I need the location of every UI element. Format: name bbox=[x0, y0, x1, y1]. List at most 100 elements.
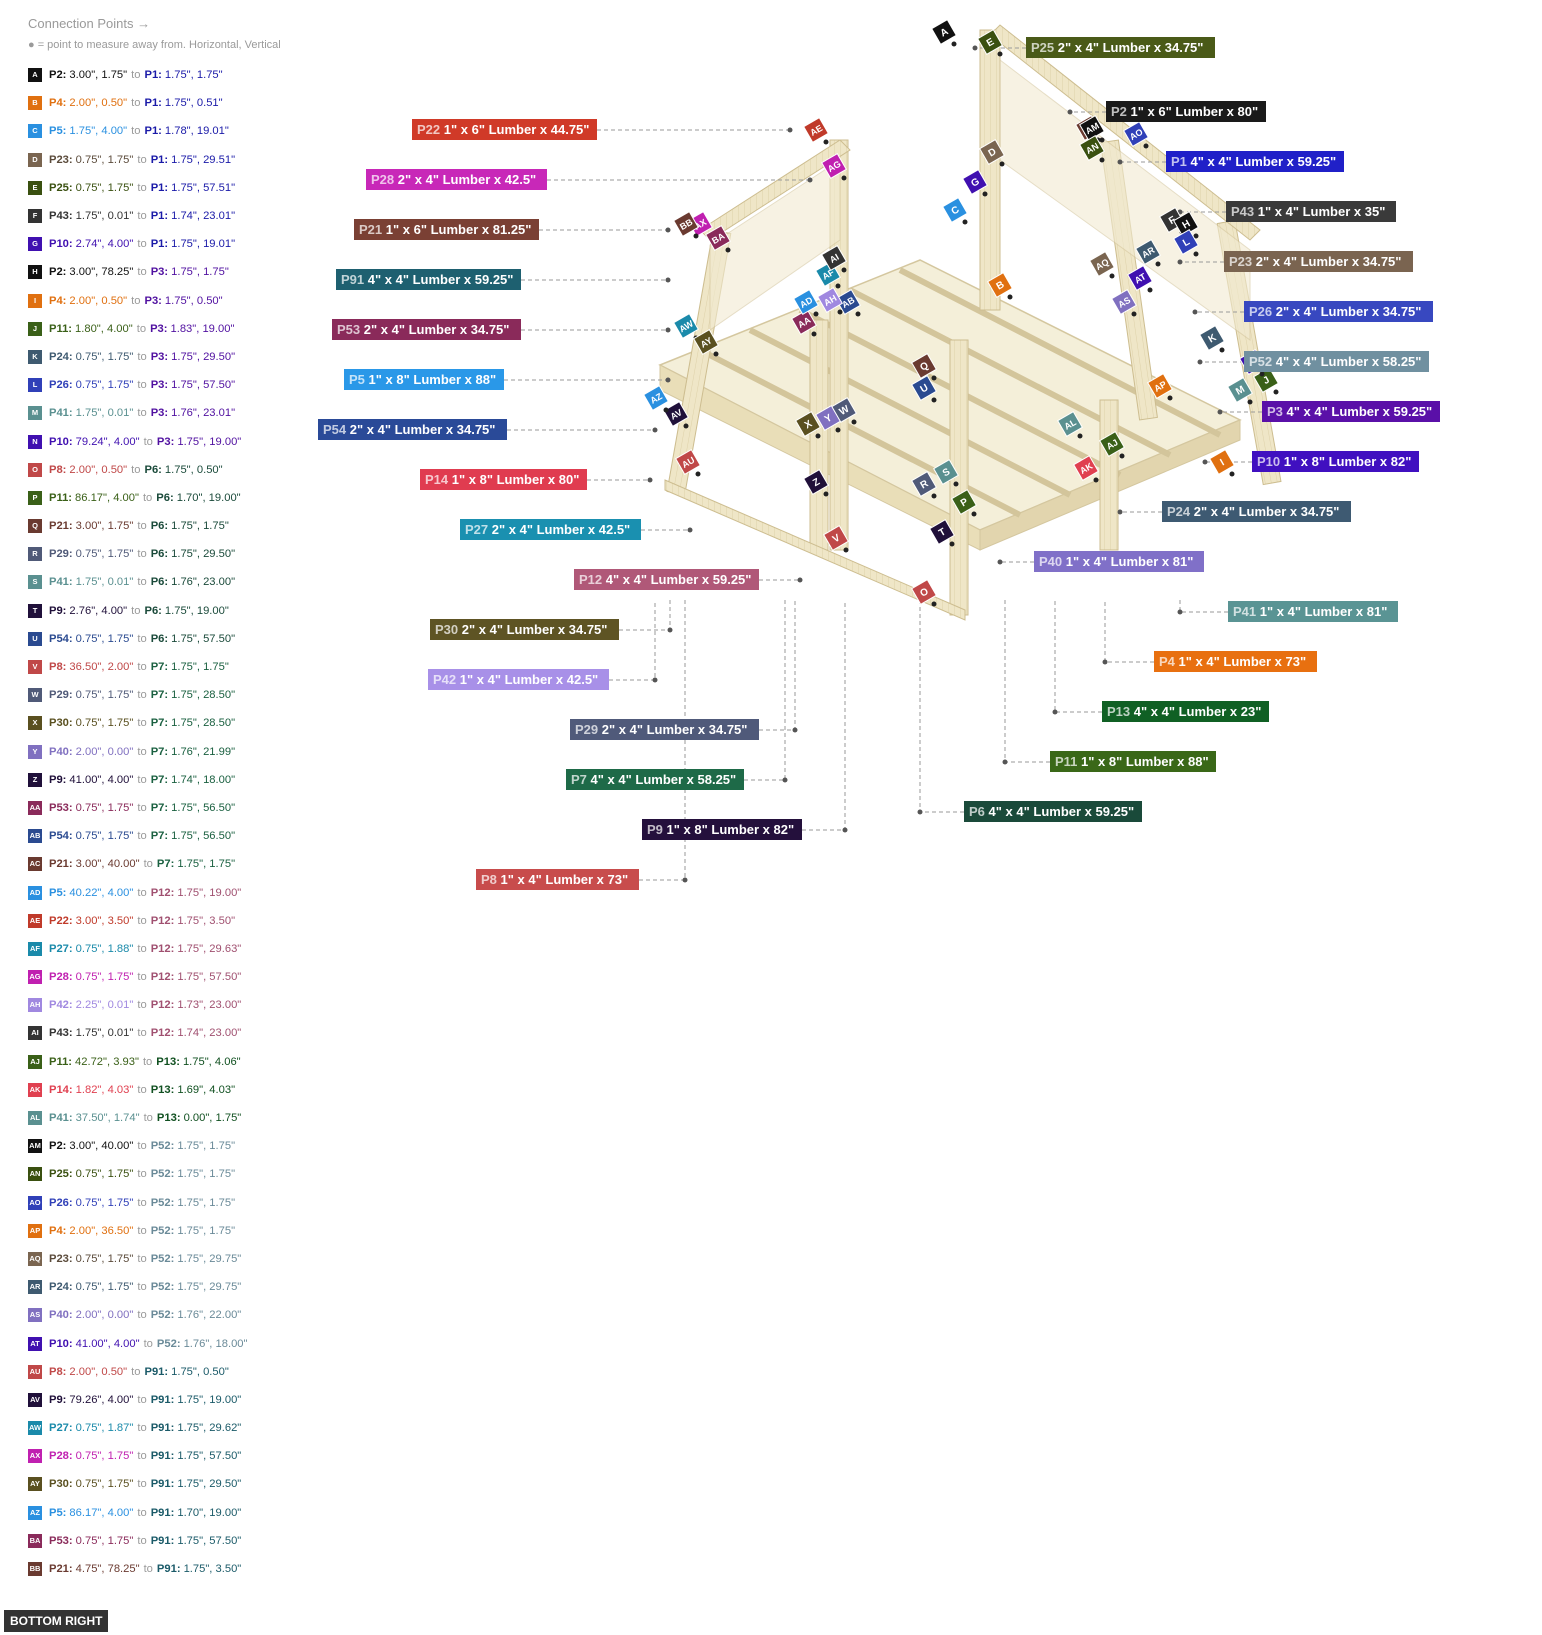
connection-from-part: P40: bbox=[49, 1309, 73, 1322]
marker-box bbox=[1227, 377, 1253, 403]
leader-line bbox=[802, 600, 846, 831]
connection-from-part: P28: bbox=[49, 971, 73, 984]
marker-letter: X bbox=[803, 418, 815, 431]
part-labels: P25 2" x 4" Lumber x 34.75"P2 1" x 6" Lu… bbox=[318, 37, 1440, 890]
connection-to-word: to bbox=[137, 238, 147, 251]
measure-point-dot bbox=[683, 423, 689, 429]
connection-badge: AG bbox=[28, 970, 42, 985]
connection-to-values: 1.75", 29.62" bbox=[177, 1422, 242, 1435]
connection-from-values: 2.00", 36.50" bbox=[69, 1224, 134, 1237]
svg-text:P54 2" x 4" Lumber x 34.75": P54 2" x 4" Lumber x 34.75" bbox=[323, 422, 495, 437]
connection-marker-ar: AR bbox=[1135, 239, 1161, 265]
connection-from-values: 0.75", 1.75" bbox=[75, 181, 134, 194]
connection-to-word: to bbox=[137, 801, 147, 814]
connection-marker-s: S bbox=[933, 459, 959, 485]
connection-to-values: 1.83", 19.00" bbox=[170, 322, 235, 335]
connection-to-part: P52: bbox=[150, 1224, 175, 1237]
connection-to-values: 1.75", 29.51" bbox=[171, 153, 236, 166]
marker-box bbox=[962, 169, 988, 195]
measure-point-dot bbox=[855, 311, 861, 317]
connection-from-part: P22: bbox=[49, 914, 73, 927]
svg-text:P29 2" x 4" Lumber x 34.75": P29 2" x 4" Lumber x 34.75" bbox=[575, 722, 747, 737]
connection-marker-ae: AE bbox=[803, 117, 829, 143]
marker-box bbox=[1079, 115, 1105, 141]
measure-point-dot bbox=[837, 309, 843, 315]
connection-to-part: P7: bbox=[150, 661, 169, 674]
part-label-box bbox=[1050, 751, 1216, 772]
connection-from-part: P24: bbox=[49, 1281, 73, 1294]
marker-box bbox=[951, 489, 977, 515]
part-id: P11 bbox=[1055, 754, 1077, 769]
leader-dot bbox=[665, 327, 671, 333]
leader-dot bbox=[687, 527, 693, 533]
part-description: 1" x 6" Lumber x 44.75" bbox=[444, 122, 590, 137]
connection-marker-am: AM bbox=[1079, 115, 1105, 141]
marker-box bbox=[795, 411, 821, 437]
connection-to-values: 1.75", 29.75" bbox=[177, 1252, 242, 1265]
connection-badge: AD bbox=[28, 885, 42, 900]
connection-to-values: 1.76", 23.00" bbox=[171, 576, 236, 589]
part-description: 4" x 4" Lumber x 58.25" bbox=[591, 772, 737, 787]
svg-text:P53 2" x 4" Lumber x 34.75": P53 2" x 4" Lumber x 34.75" bbox=[337, 322, 509, 337]
connection-to-part: P13: bbox=[156, 1112, 181, 1125]
connection-to-part: P3: bbox=[150, 266, 169, 279]
connection-to-values: 1.75", 29.75" bbox=[177, 1281, 242, 1294]
connection-from-part: P4: bbox=[49, 97, 67, 110]
marker-box bbox=[911, 353, 937, 379]
connection-badge: BA bbox=[28, 1533, 42, 1548]
marker-box bbox=[821, 153, 847, 179]
marker-box bbox=[911, 375, 937, 401]
connection-marker-d: D bbox=[979, 139, 1005, 165]
connection-from-values: 3.00", 1.75" bbox=[69, 69, 128, 82]
connection-to-part: P1: bbox=[150, 210, 169, 223]
part-label-p91: P91 4" x 4" Lumber x 59.25" bbox=[336, 269, 521, 290]
connection-from-values: 1.80", 4.00" bbox=[75, 322, 133, 335]
marker-letter: Z bbox=[811, 477, 822, 490]
connection-to-part: P3: bbox=[150, 350, 169, 363]
connection-from-part: P54: bbox=[49, 830, 73, 843]
connection-from-part: P26: bbox=[49, 1196, 73, 1209]
measure-point-dot bbox=[931, 601, 937, 607]
part-description: 2" x 4" Lumber x 42.5" bbox=[492, 522, 630, 537]
connection-marker-y: Y bbox=[815, 405, 841, 431]
leader-dot bbox=[667, 627, 673, 633]
part-description: 4" x 4" Lumber x 59.25" bbox=[1287, 404, 1433, 419]
connection-to-values: 1.75", 29.63" bbox=[177, 942, 242, 955]
connection-badge: AT bbox=[28, 1336, 42, 1351]
connection-to-part: P12: bbox=[150, 942, 175, 955]
connection-from-part: P24: bbox=[49, 350, 73, 363]
measure-point-dot bbox=[1007, 294, 1013, 300]
connection-to-part: P6: bbox=[150, 576, 169, 589]
measure-point-dot bbox=[949, 541, 955, 547]
part-label-p27: P27 2" x 4" Lumber x 42.5" bbox=[460, 519, 641, 540]
connection-from-values: 0.75", 1.88" bbox=[75, 942, 134, 955]
connection-marker-x: X bbox=[795, 411, 821, 437]
connection-to-part: P3: bbox=[144, 294, 162, 307]
connection-to-word: to bbox=[137, 999, 147, 1012]
connection-to-word: to bbox=[137, 407, 147, 420]
connection-to-part: P6: bbox=[150, 520, 169, 533]
connection-from-part: P41: bbox=[49, 576, 73, 589]
marker-box bbox=[1079, 135, 1105, 161]
connection-to-word: to bbox=[137, 717, 147, 730]
connection-marker-k: K bbox=[1199, 325, 1225, 351]
measure-point-dot bbox=[835, 427, 841, 433]
connection-badge: Y bbox=[28, 744, 42, 759]
connection-from-values: 2.76", 4.00" bbox=[69, 604, 128, 617]
connection-from-part: P5: bbox=[49, 1506, 67, 1519]
marker-letter: V bbox=[831, 532, 843, 545]
connection-from-values: 1.75", 0.01" bbox=[75, 407, 134, 420]
connection-badge: AI bbox=[28, 1026, 42, 1041]
connection-to-values: 1.75", 1.75" bbox=[171, 520, 229, 533]
connection-marker-ad: AD bbox=[793, 289, 819, 315]
marker-box bbox=[821, 245, 847, 271]
connection-to-values: 1.76", 18.00" bbox=[183, 1337, 248, 1350]
part-description: 1" x 6" Lumber x 81.25" bbox=[386, 222, 532, 237]
connection-from-part: P41: bbox=[49, 407, 73, 420]
part-description: 1" x 4" Lumber x 42.5" bbox=[460, 672, 598, 687]
